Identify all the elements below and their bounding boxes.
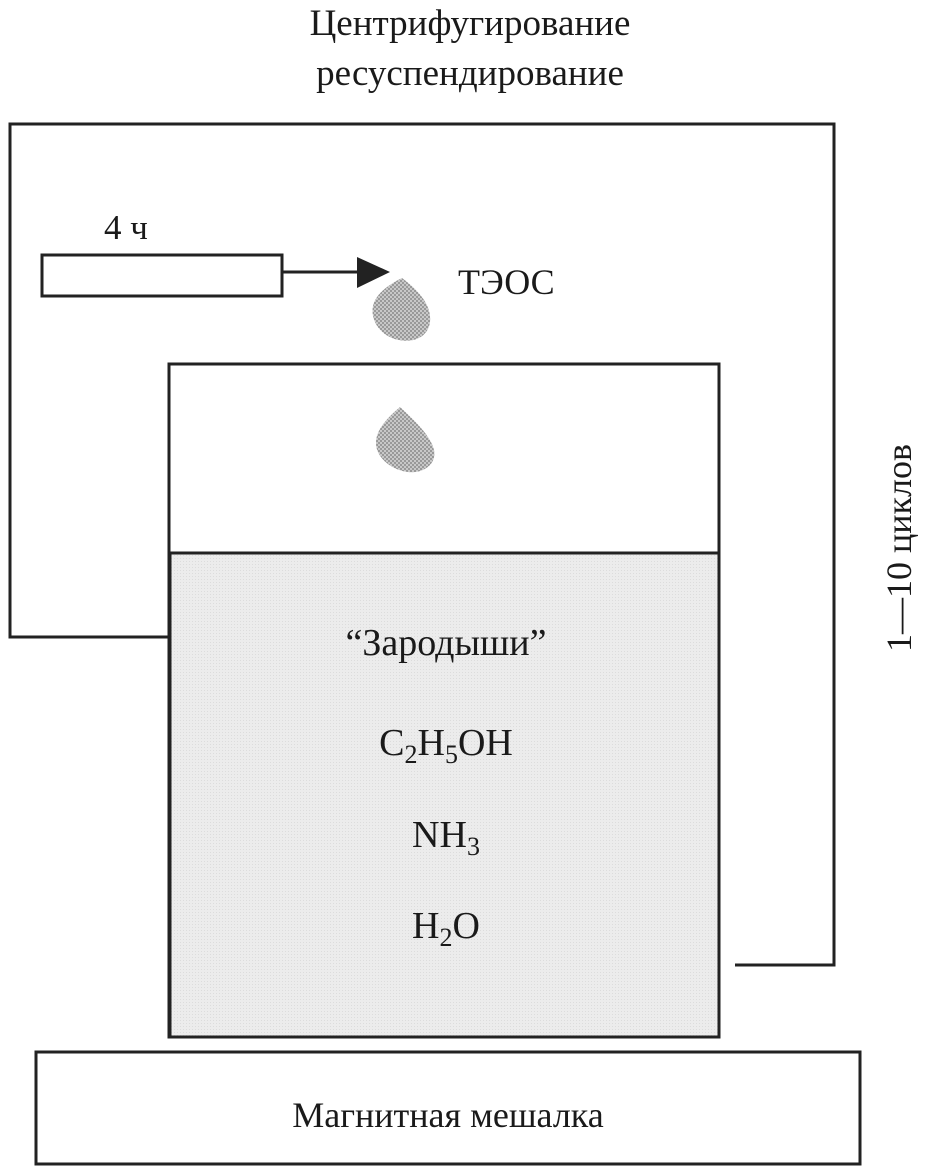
- droplet-in-beaker-icon: [376, 407, 435, 473]
- reagent-label: ТЭОС: [458, 262, 555, 302]
- stirrer-box: [34, 1050, 862, 1166]
- component-ammonia: NH3: [412, 814, 480, 861]
- cycle-count-label: 1—10 циклов: [879, 444, 919, 652]
- cycle-loop-line: [8, 122, 836, 967]
- component-ethanol: C2H5OH: [379, 722, 513, 769]
- header-line-2: ресуспендирование: [316, 53, 624, 94]
- header-line-1: Центрифугирование: [309, 3, 631, 44]
- component-water: H2O: [412, 905, 480, 952]
- stirrer-label: Магнитная мешалка: [292, 1095, 604, 1135]
- droplet-icon: [372, 278, 431, 341]
- timer-label: 4 ч: [104, 208, 148, 247]
- timer-arrow-head: [357, 257, 390, 288]
- timer-box: [40, 253, 284, 298]
- beaker-liquid: [168, 551, 721, 1039]
- seeds-label: “Зародыши”: [345, 622, 547, 664]
